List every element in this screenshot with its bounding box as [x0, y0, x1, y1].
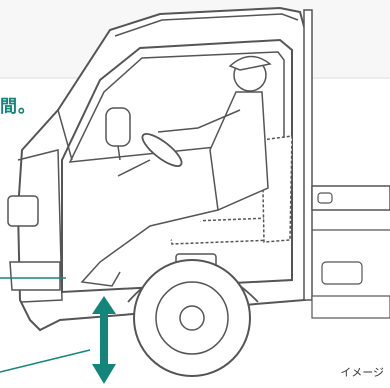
cargo-step: [322, 262, 362, 284]
bumper: [10, 262, 60, 290]
cargo-bed-latch: [318, 193, 332, 203]
side-mirror: [106, 108, 130, 146]
headlight: [8, 196, 38, 226]
image-caption: イメージ: [340, 364, 384, 380]
cargo-frame: [312, 296, 390, 318]
leader-line-lower: [0, 350, 90, 372]
cab-rear-post: [304, 10, 312, 300]
heading-fragment-text: 間。: [0, 92, 36, 117]
arrow-head-bottom: [92, 364, 116, 384]
front-hub: [180, 306, 204, 330]
